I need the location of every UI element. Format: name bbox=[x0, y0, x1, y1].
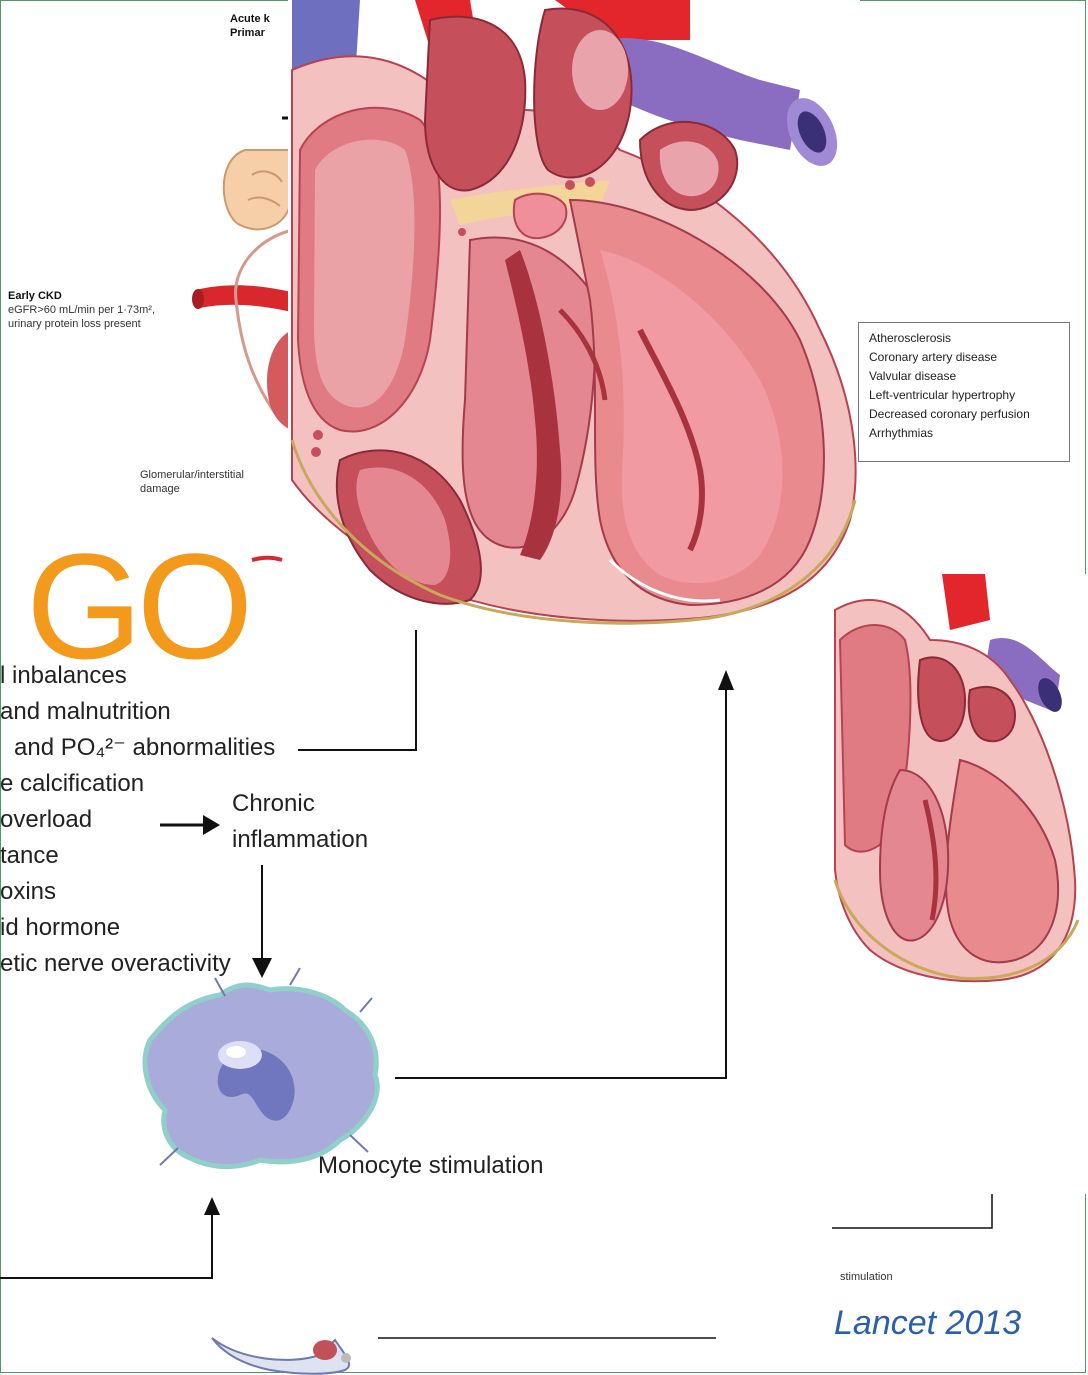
monocyte-cell-illustration bbox=[145, 968, 377, 1167]
arrow-bottom-to-monocyte bbox=[0, 1197, 220, 1278]
risk-factor-item: etic nerve overactivity bbox=[0, 946, 300, 982]
risk-factor-item: and PO₄²⁻ abnormalities bbox=[14, 730, 300, 766]
outcome-item: Coronary artery disease bbox=[869, 348, 1059, 367]
partial-label-primary: Primar bbox=[230, 26, 265, 40]
chronic-inflammation-label: Chronic inflammation bbox=[232, 786, 368, 858]
outcome-item: Arrhythmias bbox=[869, 424, 1059, 443]
risk-factor-item: oxins bbox=[0, 874, 300, 910]
small-heart-illustration bbox=[832, 574, 1088, 1194]
chronic-inflammation-line1: Chronic bbox=[232, 786, 368, 822]
large-heart-illustration bbox=[288, 0, 860, 630]
adrenal-gland-illustration bbox=[224, 150, 292, 229]
vessel-fragment bbox=[252, 558, 282, 560]
arrow-monocyte-to-heart bbox=[395, 670, 734, 1078]
glomerular-label: Glomerular/interstitial damage bbox=[140, 468, 244, 496]
glomerular-label-line2: damage bbox=[140, 482, 244, 496]
risk-factor-item: id hormone bbox=[0, 910, 300, 946]
cardiac-outcomes-box: Atherosclerosis Coronary artery disease … bbox=[858, 322, 1070, 462]
citation: Lancet 2013 bbox=[834, 1304, 1021, 1343]
risk-factor-item: l inbalances bbox=[0, 658, 300, 694]
monocyte-stimulation-label: Monocyte stimulation bbox=[318, 1148, 543, 1184]
small-monocyte-label: stimulation bbox=[840, 1270, 893, 1284]
outcome-item: Decreased coronary perfusion bbox=[869, 405, 1059, 424]
glomerular-label-line1: Glomerular/interstitial bbox=[140, 468, 244, 482]
kidney-illustration bbox=[236, 230, 292, 430]
risk-factor-item: and malnutrition bbox=[0, 694, 300, 730]
outcome-item: Valvular disease bbox=[869, 367, 1059, 386]
early-ckd-line1: eGFR>60 mL/min per 1·73m², bbox=[8, 303, 208, 317]
early-ckd-line2: urinary protein loss present bbox=[8, 317, 208, 331]
outcome-item: Atherosclerosis bbox=[869, 329, 1059, 348]
device-fragment-illustration bbox=[212, 1338, 351, 1374]
chronic-inflammation-line2: inflammation bbox=[232, 822, 368, 858]
partial-label-acute: Acute k bbox=[230, 12, 270, 26]
outcome-item: Left-ventricular hypertrophy bbox=[869, 386, 1059, 405]
early-ckd-title: Early CKD bbox=[8, 289, 208, 303]
early-ckd-block: Early CKD eGFR>60 mL/min per 1·73m², uri… bbox=[8, 289, 208, 331]
